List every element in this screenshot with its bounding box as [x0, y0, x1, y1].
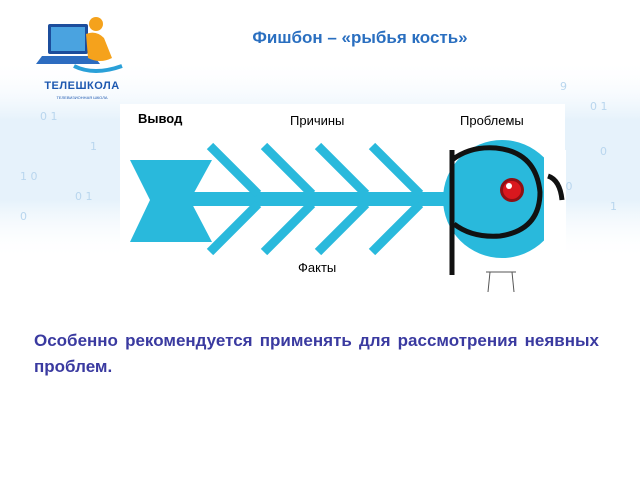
fact-bones-bottom	[206, 200, 424, 256]
logo-tagline: ТЕЛЕВИЗИОННАЯ ШКОЛА	[56, 95, 108, 100]
stand-leg-right	[511, 271, 515, 293]
body-paragraph: Особенно рекомендуется применять для рас…	[34, 331, 599, 376]
svg-text:0 1: 0 1	[590, 100, 608, 113]
svg-text:1 0: 1 0	[20, 170, 38, 183]
svg-text:1: 1	[610, 200, 617, 213]
svg-text:0 1: 0 1	[75, 190, 93, 203]
fish-head	[443, 140, 566, 275]
svg-text:0 1: 0 1	[40, 110, 58, 123]
label-causes: Причины	[290, 113, 345, 128]
svg-text:0: 0	[20, 210, 27, 223]
label-facts: Факты	[298, 260, 337, 275]
logo-name: ТЕЛЕШКОЛА	[44, 80, 120, 92]
stand-leg-left	[487, 271, 491, 293]
fish-tail	[130, 160, 212, 242]
label-conclusion: Вывод	[138, 111, 183, 126]
cause-bones-top	[206, 142, 424, 198]
fish-spine	[190, 192, 450, 206]
svg-text:0: 0	[600, 145, 607, 158]
svg-text:9: 9	[560, 80, 567, 93]
teleschool-logo: ТЕЛЕШКОЛА ТЕЛЕВИЗИОННАЯ ШКОЛА	[34, 14, 130, 112]
slide-title: Фишбон – «рыбья кость»	[252, 28, 468, 47]
svg-text:1: 1	[90, 140, 97, 153]
label-problems: Проблемы	[460, 113, 524, 128]
laptop-figure-icon	[36, 17, 123, 73]
